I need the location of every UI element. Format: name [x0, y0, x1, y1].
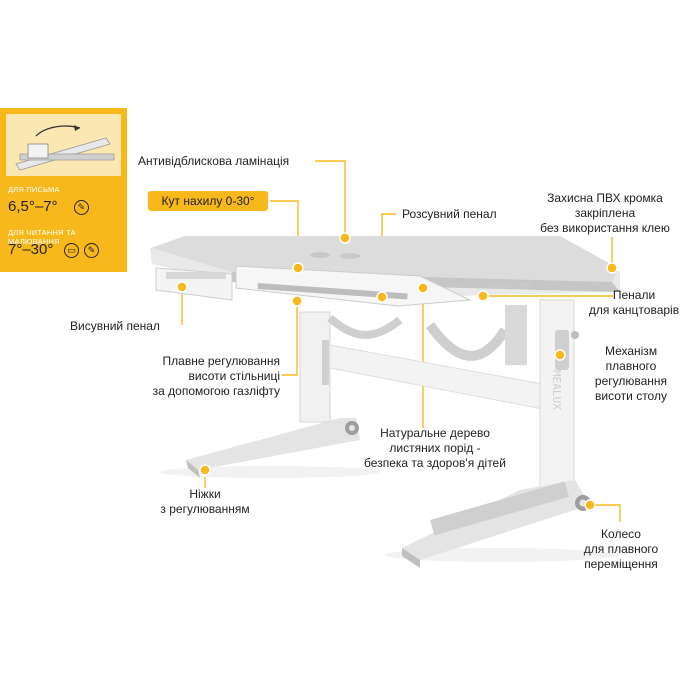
writing-caption: для письма: [8, 185, 60, 194]
label-stationery-cases: Пенали для канцтоварів: [588, 288, 680, 317]
brand-mark: MEALUX: [550, 370, 563, 410]
label-tilt-angle: Кут нахилу 0-30°: [148, 191, 268, 211]
label-pull-out-case: Висувний пенал: [70, 319, 160, 333]
label-gaslift: Плавне регулювання висоти стільниці за д…: [152, 354, 280, 398]
callout-dots: [176, 232, 618, 511]
writing-angle: 6,5°–7°: [8, 198, 58, 215]
label-natural-wood: Натуральне дерево листяних порід - безпе…: [364, 426, 506, 470]
label-mechanism: Механізм плавного регулювання висоти сто…: [594, 344, 668, 403]
label-pvc-edge: Захисна ПВХ кромка закріплена без викори…: [540, 191, 670, 235]
tilt-info-panel: для письма 6,5°–7° ✎ для читання та малю…: [0, 108, 127, 272]
label-anti-glare: Антивідблискова ламінація: [138, 154, 290, 168]
pencil-icon: ✎: [74, 200, 89, 215]
reading-angle: 7°–30°: [8, 241, 54, 258]
book-icon: ▭: [64, 243, 79, 258]
label-wheel: Колесо для плавного переміщення: [583, 527, 659, 571]
label-adjustable-legs: Ніжки з регулюванням: [160, 487, 250, 516]
tilt-illustration: [6, 114, 121, 176]
reading-caption: для читання та малювання: [8, 228, 76, 246]
brush-icon: ✎: [84, 243, 99, 258]
label-sliding-case: Розсувний пенал: [402, 207, 497, 221]
